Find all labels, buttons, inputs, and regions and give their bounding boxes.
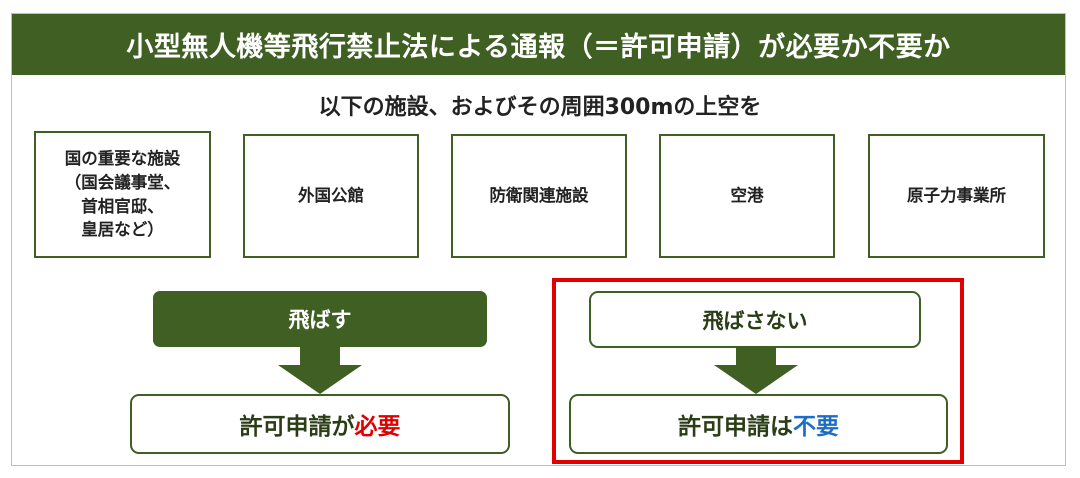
permit-required-box: 許可申請が必要	[130, 394, 510, 454]
header-banner: 小型無人機等飛行禁止法による通報（＝許可申請）が必要か不要か	[12, 14, 1065, 75]
facility-box-embassy: 外国公館	[243, 134, 419, 258]
down-arrow-icon	[278, 347, 362, 394]
result-highlight-required: 必要	[354, 414, 401, 440]
result-prefix: 許可申請は	[678, 414, 793, 440]
facility-label: 空港	[730, 186, 764, 206]
result-highlight-not-required: 不要	[793, 414, 839, 440]
facility-label: 外国公館	[298, 186, 364, 206]
facility-line: （国会議事堂、	[64, 172, 181, 192]
facility-line: 首相官邸、	[81, 196, 164, 216]
fly-action-label: 飛ばす	[288, 308, 352, 332]
facility-box-defense: 防衛関連施設	[451, 134, 627, 258]
facility-line: 国の重要な施設	[64, 148, 181, 168]
facility-box-nuclear: 原子力事業所	[868, 134, 1045, 258]
facility-line: 皇居など）	[81, 220, 164, 240]
no-fly-action-label: 飛ばさない	[702, 308, 808, 333]
facility-label: 原子力事業所	[907, 186, 1006, 206]
permit-not-required-box: 許可申請は不要	[569, 394, 948, 454]
subtitle: 以下の施設、およびその周囲300mの上空を	[318, 95, 762, 120]
facility-box-important: 国の重要な施設 （国会議事堂、 首相官邸、 皇居など）	[34, 131, 211, 258]
header-title: 小型無人機等飛行禁止法による通報（＝許可申請）が必要か不要か	[126, 32, 951, 63]
highlight-frame	[552, 278, 964, 464]
result-prefix: 許可申請が	[239, 414, 355, 440]
facility-label: 防衛関連施設	[489, 186, 589, 206]
facility-box-airport: 空港	[659, 134, 835, 258]
fly-action-box: 飛ばす	[153, 291, 487, 347]
no-fly-action-box: 飛ばさない	[589, 291, 921, 348]
down-arrow-icon	[714, 347, 798, 394]
